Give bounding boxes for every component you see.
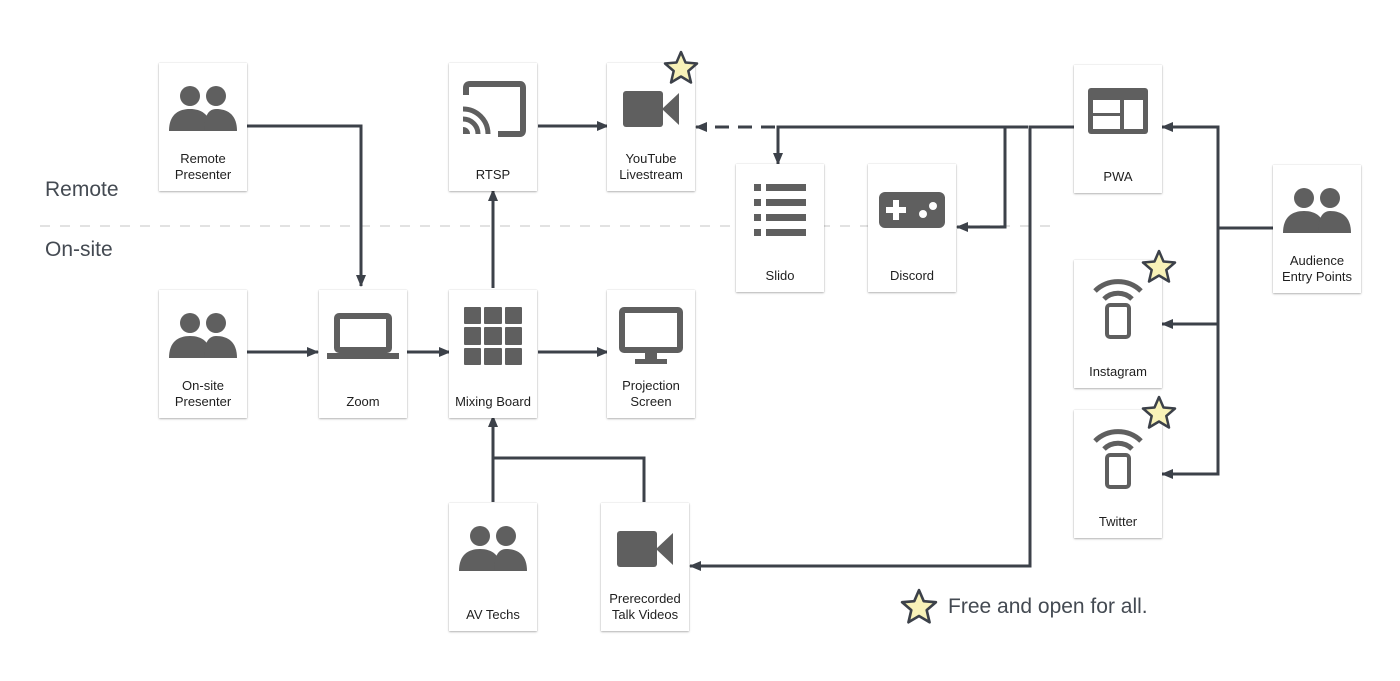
arrow-prerecorded-to-mixing-board [493, 456, 646, 502]
node-label: AV Techs [466, 607, 520, 622]
node-label: YouTube Livestream [619, 151, 683, 182]
node-pwa: PWA [1074, 65, 1162, 193]
laptop-icon [319, 304, 407, 368]
arrow-audience-to-pwa [1161, 122, 1273, 230]
star-icon [900, 588, 938, 624]
legend: Free and open for all. [900, 588, 1148, 626]
node-label: RTSP [475, 167, 511, 182]
node-label: Projection Screen [622, 378, 680, 409]
node-twitter: Twitter [1074, 410, 1162, 538]
people-icon [159, 304, 247, 368]
arrow-audience-to-twitter [1161, 228, 1220, 479]
node-onsite-presenter: On-site Presenter [159, 290, 247, 418]
people-icon [449, 517, 537, 581]
node-label: On-site Presenter [174, 378, 232, 409]
node-remote-presenter: Remote Presenter [159, 63, 247, 191]
node-rtsp: RTSP [449, 63, 537, 191]
node-label: Instagram [1089, 364, 1147, 379]
node-projection-screen: Projection Screen [607, 290, 695, 418]
node-label: Prerecorded Talk Videos [609, 591, 681, 622]
star-icon [663, 50, 699, 84]
list-icon [736, 178, 824, 242]
arrow-pwa-to-slido [773, 125, 1000, 165]
zone-label-onsite: On-site [45, 238, 113, 261]
monitor-icon [607, 304, 695, 368]
video-camera-icon [607, 77, 695, 141]
gamepad-icon [868, 178, 956, 242]
node-av-techs: AV Techs [449, 503, 537, 631]
node-label: Twitter [1098, 514, 1138, 529]
phone-signal-icon [1074, 274, 1162, 339]
node-label: Slido [765, 268, 795, 283]
node-mixing-board: Mixing Board [449, 290, 537, 418]
node-label: Remote Presenter [174, 151, 232, 182]
arrow-pwa-to-discord [956, 125, 1018, 232]
video-camera-icon [601, 517, 689, 581]
arrow-pwa-to-prerecorded [689, 125, 1074, 571]
node-discord: Discord [868, 164, 956, 292]
star-icon [1141, 395, 1177, 429]
node-label: Audience Entry Points [1281, 253, 1353, 284]
arrow-remote-presenter-to-zoom [247, 124, 366, 287]
web-layout-icon [1074, 79, 1162, 143]
legend-text: Free and open for all. [948, 595, 1148, 618]
node-zoom: Zoom [319, 290, 407, 418]
node-label: Mixing Board [455, 394, 531, 409]
people-icon [159, 77, 247, 141]
node-audience-entry-points: Audience Entry Points [1273, 165, 1361, 293]
people-icon [1273, 179, 1361, 243]
star-icon [1141, 249, 1177, 283]
grid-icon [449, 304, 537, 368]
zone-label-remote: Remote [45, 178, 119, 201]
node-label: PWA [1103, 169, 1133, 184]
node-instagram: Instagram [1074, 260, 1162, 388]
phone-signal-icon [1074, 424, 1162, 489]
node-youtube-livestream: YouTube Livestream [607, 63, 695, 191]
cast-icon [449, 77, 537, 141]
node-slido: Slido [736, 164, 824, 292]
node-label: Discord [889, 268, 935, 283]
node-label: Zoom [346, 394, 380, 409]
node-prerecorded-talk-videos: Prerecorded Talk Videos [601, 503, 689, 631]
